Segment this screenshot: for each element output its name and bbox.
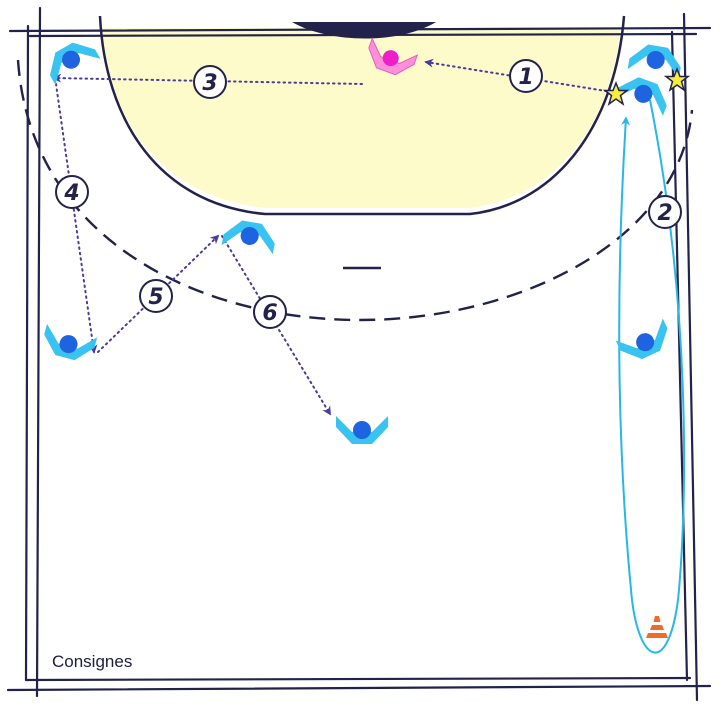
goalkeeper-icon	[368, 37, 419, 76]
player-icon	[627, 44, 681, 79]
goal-area-zone	[102, 28, 620, 208]
step-marker-2: 2	[648, 195, 682, 229]
run-path-2	[618, 99, 686, 654]
step-label: 1	[518, 65, 533, 90]
player-icon	[336, 416, 388, 444]
goal-area-line	[98, 15, 626, 216]
step-marker-5: 5	[139, 279, 173, 313]
cone-icon	[646, 616, 668, 638]
star-icon	[602, 80, 630, 106]
step-marker-4: 4	[55, 175, 89, 209]
step-label: 6	[262, 301, 277, 326]
step-marker-6: 6	[253, 295, 287, 329]
caption-consignes: Consignes	[52, 652, 133, 671]
player-icon	[615, 318, 668, 360]
player-icon	[49, 42, 101, 85]
pass-arrow-4	[55, 83, 98, 354]
player-icon	[614, 77, 667, 116]
court-outline	[6, 6, 712, 702]
star-icon	[663, 66, 691, 92]
step-marker-3: 3	[193, 65, 227, 99]
step-marker-1: 1	[509, 59, 543, 93]
player-icon	[221, 220, 275, 255]
step-label: 5	[148, 285, 163, 310]
step-label: 2	[657, 201, 672, 226]
step-label: 4	[63, 181, 79, 206]
step-label: 3	[202, 71, 217, 96]
player-icon	[44, 323, 98, 361]
